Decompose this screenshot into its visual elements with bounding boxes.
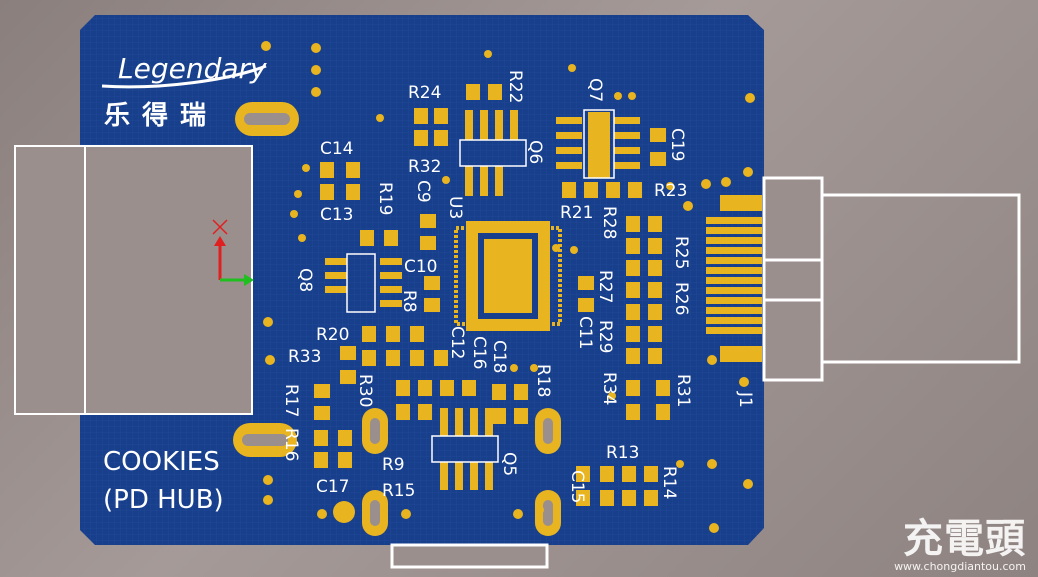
designator-r33: R33 xyxy=(288,347,321,367)
designator-r25: R25 xyxy=(671,236,691,269)
designator-c19: C19 xyxy=(667,128,687,162)
designator-u3: U3 xyxy=(445,196,465,219)
vias xyxy=(261,41,755,533)
designator-c18: C18 xyxy=(489,340,509,374)
designator-q5: Q5 xyxy=(499,452,519,476)
designator-r28: R28 xyxy=(599,206,619,239)
silkscreen-designators: R24 R22 R32 Q6 Q7 C19 R23 R21 R28 C14 C1… xyxy=(281,70,755,504)
designator-q7: Q7 xyxy=(585,78,605,102)
designator-r16: R16 xyxy=(281,428,301,461)
watermark-logo-text: 充電頭 xyxy=(903,516,1026,562)
designator-r20: R20 xyxy=(316,325,349,345)
slot-holes xyxy=(242,113,553,526)
designator-r30: R30 xyxy=(355,374,375,407)
ic-outlines xyxy=(346,109,615,463)
designator-r29: R29 xyxy=(595,320,615,353)
origin-axis-icon xyxy=(212,219,254,286)
designator-r22: R22 xyxy=(505,70,525,103)
designator-r23: R23 xyxy=(654,181,687,201)
designator-r17: R17 xyxy=(281,384,301,417)
usb-a-connector-outline xyxy=(14,145,253,415)
designator-r8: R8 xyxy=(399,290,419,313)
ic-packages xyxy=(325,110,640,490)
designator-c10: C10 xyxy=(404,257,438,277)
usb-c-pads xyxy=(706,195,762,362)
designator-r26: R26 xyxy=(671,282,691,315)
u3-qfn-chip xyxy=(454,221,562,331)
designator-c12: C12 xyxy=(447,326,467,360)
product-name-line1: COOKIES xyxy=(103,447,220,477)
passive-pads xyxy=(314,84,670,506)
designator-q8: Q8 xyxy=(295,268,315,292)
designator-j1: J1 xyxy=(735,391,755,408)
designator-r15: R15 xyxy=(382,481,415,501)
usb-c-connector-outline xyxy=(762,176,1021,382)
watermark-url: www.chongdiantou.com xyxy=(894,560,1026,573)
brand-logo: Legendary 乐得瑞 xyxy=(101,52,267,131)
designator-r14: R14 xyxy=(659,466,679,499)
designator-c14: C14 xyxy=(320,139,354,159)
bottom-connector-outline xyxy=(390,543,549,569)
designator-r24: R24 xyxy=(408,83,441,103)
chongdiantou-watermark: 充電頭 www.chongdiantou.com xyxy=(894,517,1026,573)
designator-c13: C13 xyxy=(320,205,354,225)
designator-c9: C9 xyxy=(413,180,433,203)
designator-r18: R18 xyxy=(533,364,553,397)
designator-r9: R9 xyxy=(382,455,405,475)
designator-r32: R32 xyxy=(408,157,441,177)
designator-c15: C15 xyxy=(567,470,587,504)
designator-c17: C17 xyxy=(316,477,350,497)
logo-swoosh xyxy=(101,64,267,89)
designator-r21: R21 xyxy=(560,203,593,223)
logo-cn-text: 乐得瑞 xyxy=(104,101,218,131)
designator-c11: C11 xyxy=(575,316,595,350)
designator-r19: R19 xyxy=(375,182,395,215)
designator-c16: C16 xyxy=(469,336,489,370)
designator-r27: R27 xyxy=(595,270,615,303)
designator-r31: R31 xyxy=(673,374,693,407)
designator-r34: R34 xyxy=(599,372,619,405)
product-name-line2: (PD HUB) xyxy=(103,485,224,515)
logo-script-text: Legendary xyxy=(118,52,267,85)
designator-r13: R13 xyxy=(606,443,639,463)
designator-q6: Q6 xyxy=(525,140,545,164)
